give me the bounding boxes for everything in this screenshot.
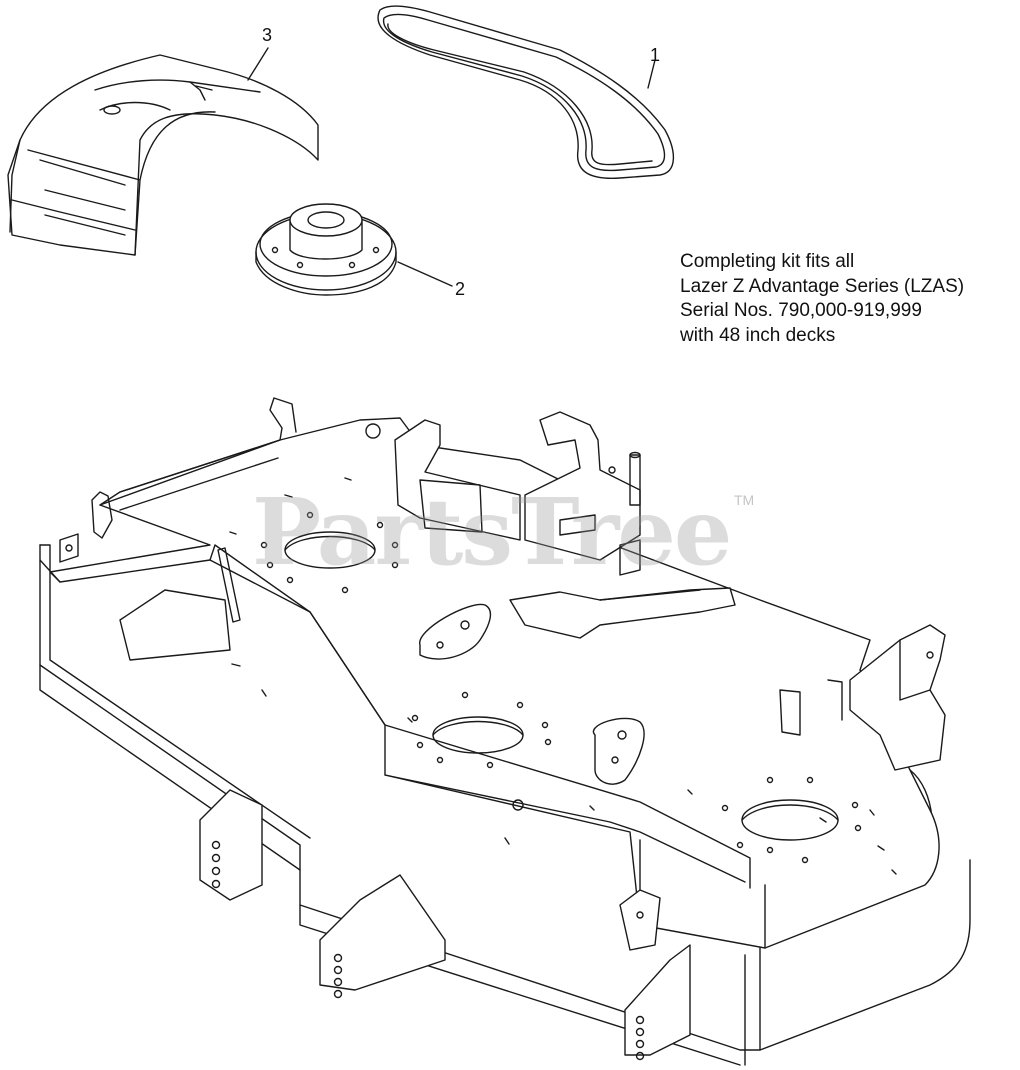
kit-compatibility-note: Completing kit fits all Lazer Z Advantag… [680,250,964,348]
note-line-4: with 48 inch decks [680,324,836,346]
callout-part-2: 2 [455,279,466,299]
trademark-mark: TM [734,492,755,508]
leader-line-1 [647,59,656,89]
note-line-1: Completing kit fits all [680,251,855,272]
pulley-part [255,203,397,296]
leader-line-2 [397,261,453,287]
callout-part-3: 3 [262,25,273,45]
drive-belt-part [377,5,675,179]
note-line-2: Lazer Z Advantage Series (LZAS) [680,275,965,297]
callout-part-1: 1 [650,45,661,65]
belt-cover-part [7,54,319,256]
note-line-3: Serial Nos. 790,000-919,999 [680,300,922,321]
leader-line-3 [247,47,269,81]
mower-deck-part [39,397,971,1066]
